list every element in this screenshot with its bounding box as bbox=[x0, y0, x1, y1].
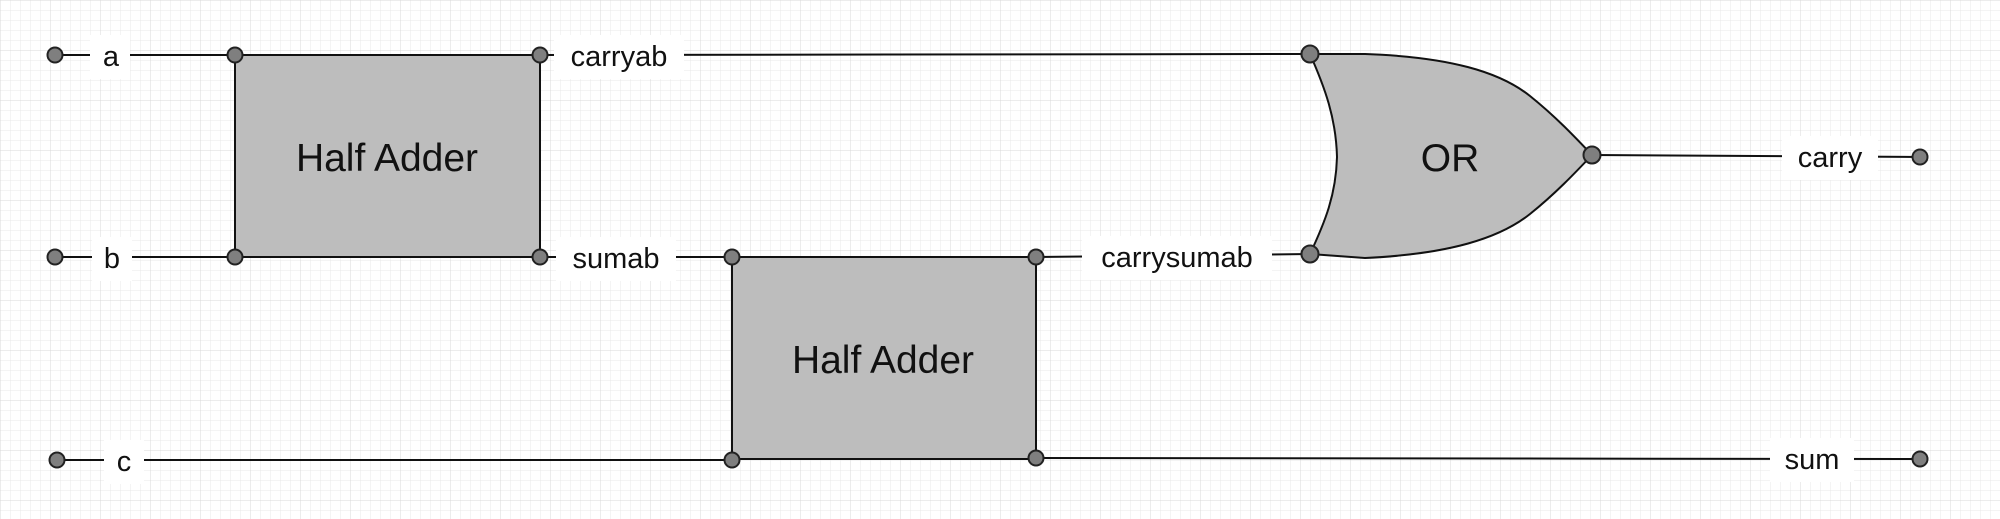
input-c-label-bg bbox=[104, 440, 144, 484]
output-sum-pin[interactable] bbox=[1911, 450, 1929, 468]
sum-output-label: sum bbox=[1785, 444, 1840, 476]
half-adder-1-body bbox=[234, 54, 541, 258]
carry-label-bg bbox=[1782, 136, 1878, 180]
or-gate[interactable]: OR bbox=[1308, 53, 1594, 260]
or-gate-pin-in-1[interactable] bbox=[1300, 44, 1320, 64]
or-gate-pin-in-2[interactable] bbox=[1300, 244, 1320, 264]
input-a-label: a bbox=[103, 41, 120, 73]
carry-output-label: carry bbox=[1798, 142, 1863, 174]
or-gate-label: OR bbox=[1421, 137, 1480, 180]
half-adder-1-pin-carry[interactable] bbox=[531, 46, 549, 64]
input-c-label: c bbox=[117, 446, 132, 478]
input-c-pin[interactable] bbox=[48, 451, 66, 469]
sumab-label: sumab bbox=[572, 243, 659, 275]
carryab-label: carryab bbox=[571, 41, 668, 73]
half-adder-2-body bbox=[731, 256, 1037, 460]
half-adder-1-pin-a[interactable] bbox=[226, 46, 244, 64]
half-adder-2-pin-carry[interactable] bbox=[1027, 248, 1045, 266]
labels: a b c carryab sumab carrysumab carry sum bbox=[90, 35, 1878, 484]
input-a-label-bg bbox=[90, 35, 130, 79]
input-a-pin[interactable] bbox=[46, 46, 64, 64]
output-carry-pin[interactable] bbox=[1911, 148, 1929, 166]
half-adder-1-pin-sum[interactable] bbox=[531, 248, 549, 266]
half-adder-2-pin-b[interactable] bbox=[723, 451, 741, 469]
half-adder-2[interactable]: Half Adder bbox=[731, 256, 1037, 460]
or-gate-pin-out[interactable] bbox=[1582, 145, 1602, 165]
or-gate-body bbox=[1308, 53, 1594, 260]
half-adder-2-label: Half Adder bbox=[792, 339, 974, 382]
carryab-label-bg bbox=[554, 35, 684, 79]
half-adder-2-pin-sum[interactable] bbox=[1027, 449, 1045, 467]
carrysumab-label: carrysumab bbox=[1101, 242, 1253, 274]
half-adder-1-pin-b[interactable] bbox=[226, 248, 244, 266]
half-adder-1[interactable]: Half Adder bbox=[234, 54, 541, 258]
half-adder-1-label: Half Adder bbox=[296, 137, 478, 180]
input-b-label-bg bbox=[92, 237, 132, 281]
input-b-pin[interactable] bbox=[46, 248, 64, 266]
input-b-label: b bbox=[104, 243, 120, 275]
half-adder-2-pin-a[interactable] bbox=[723, 248, 741, 266]
pins bbox=[46, 44, 1929, 469]
sum-label-bg bbox=[1770, 438, 1854, 482]
sumab-label-bg bbox=[556, 237, 676, 281]
carrysumab-label-bg bbox=[1082, 236, 1272, 280]
